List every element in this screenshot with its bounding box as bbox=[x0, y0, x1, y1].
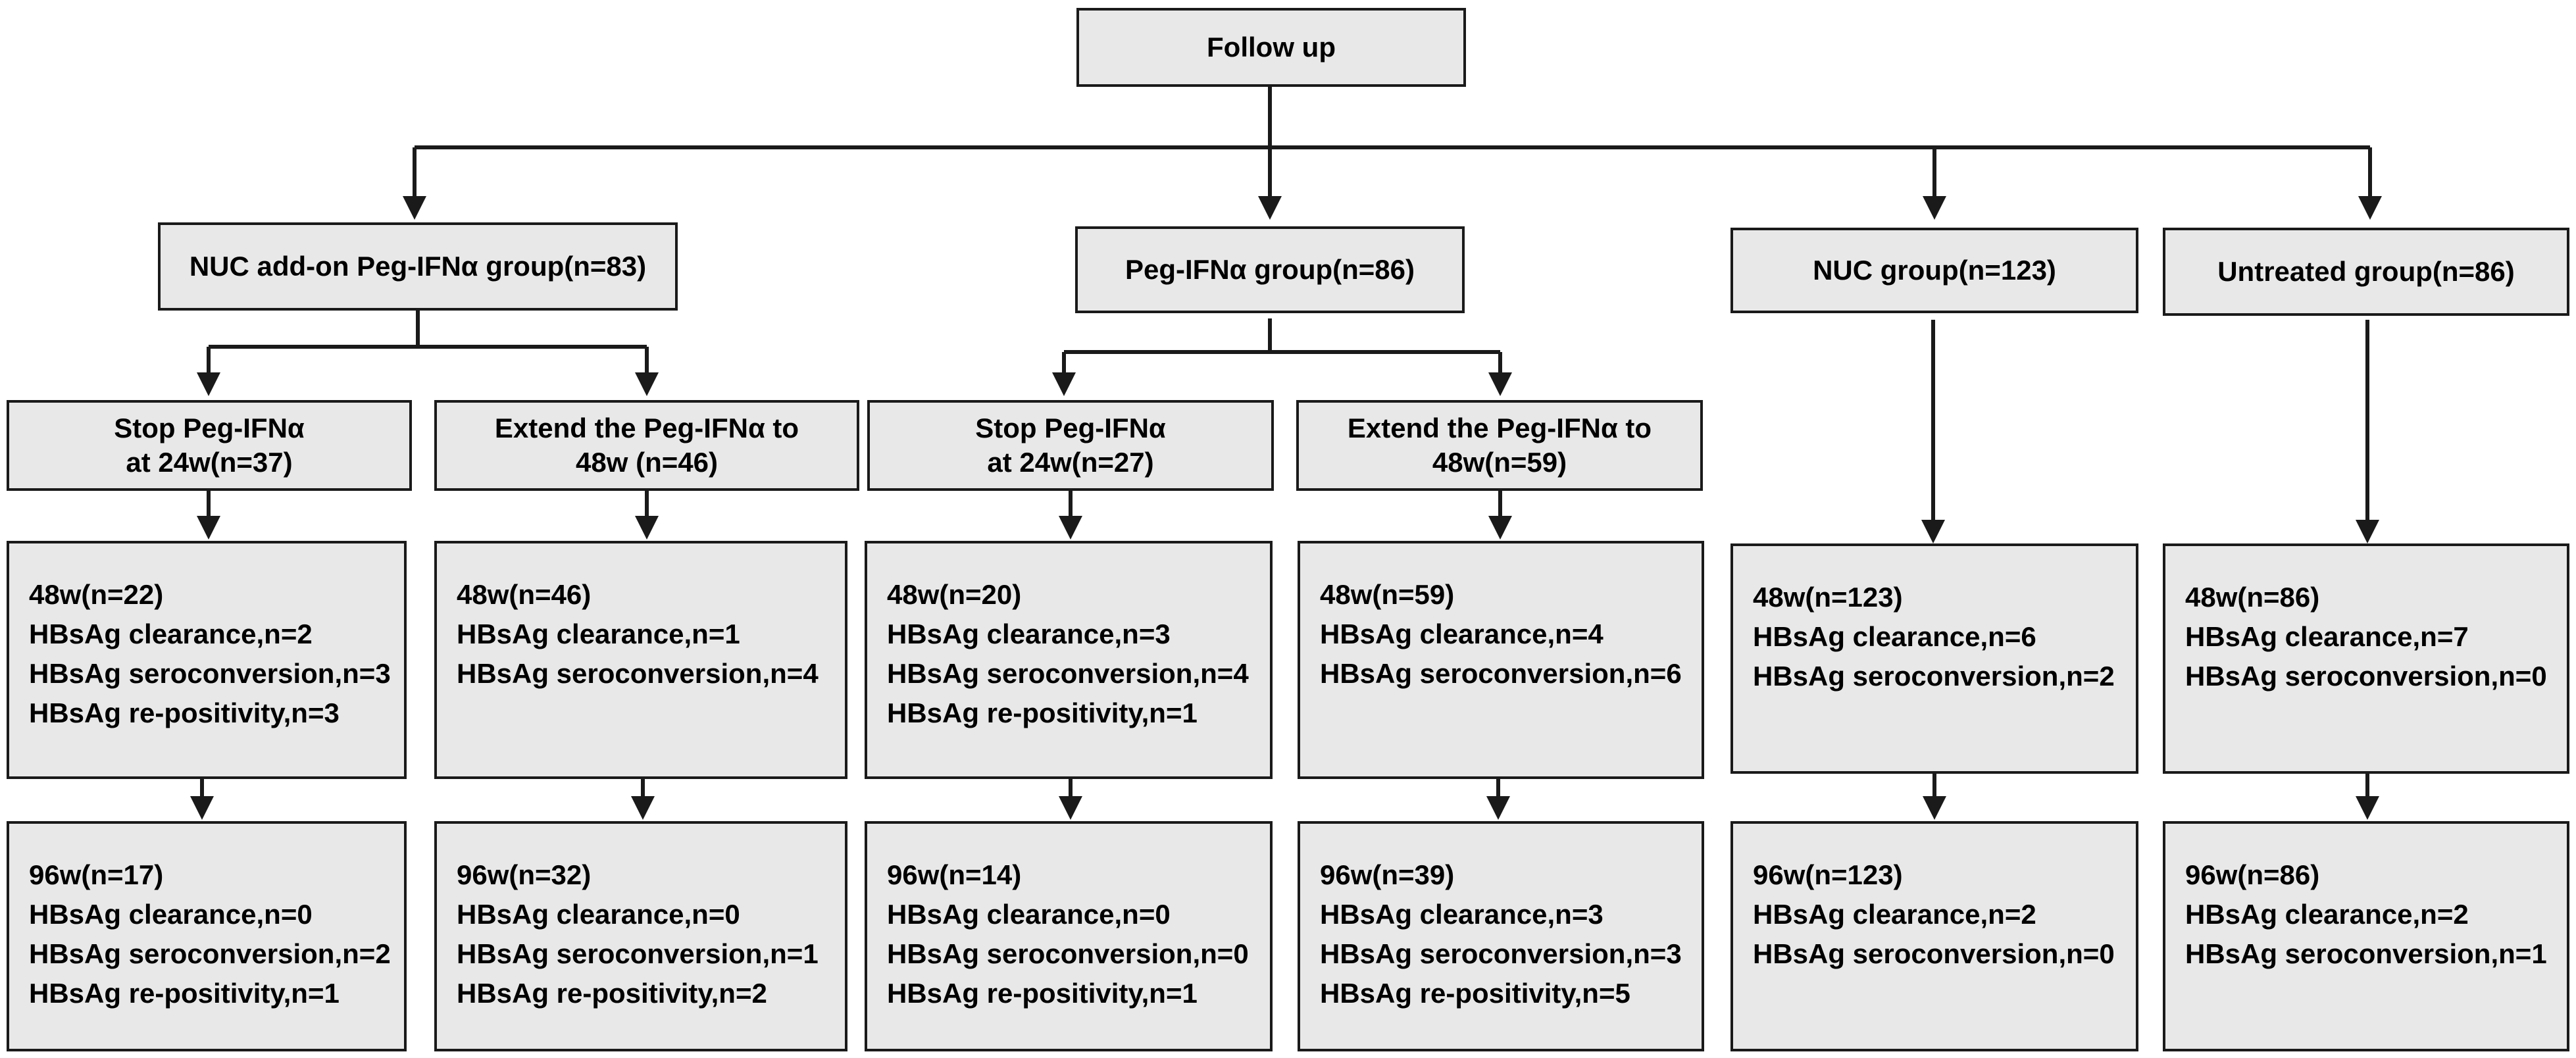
week-header: 48w(n=123) bbox=[1753, 582, 1903, 613]
result-line: HBsAg clearance,n=7 bbox=[2185, 621, 2469, 652]
result-line: HBsAg seroconversion,n=4 bbox=[887, 658, 1249, 689]
group-label: Untreated group(n=86) bbox=[2217, 256, 2515, 287]
week-48-results-box: 48w(n=22) HBsAg clearance,n=2 HBsAg sero… bbox=[7, 541, 407, 779]
stop-peg-ifn-arm-box: Stop Peg-IFNα at 24w(n=37) bbox=[7, 400, 412, 491]
result-line: HBsAg seroconversion,n=4 bbox=[457, 658, 819, 689]
result-line: HBsAg seroconversion,n=2 bbox=[1753, 661, 2115, 692]
week-header: 96w(n=14) bbox=[887, 859, 1022, 890]
week-header: 96w(n=17) bbox=[29, 859, 164, 890]
week-96-results-box: 96w(n=14) HBsAg clearance,n=0 HBsAg sero… bbox=[865, 821, 1273, 1051]
result-line: HBsAg clearance,n=2 bbox=[2185, 899, 2469, 930]
result-line: HBsAg clearance,n=3 bbox=[887, 618, 1171, 649]
untreated-group-box: Untreated group(n=86) bbox=[2163, 228, 2569, 316]
nuc-add-on-peg-ifn-group-box: NUC add-on Peg-IFNα group(n=83) bbox=[158, 222, 678, 311]
follow-up-box: Follow up bbox=[1076, 8, 1466, 87]
week-96-results-box: 96w(n=86) HBsAg clearance,n=2 HBsAg sero… bbox=[2163, 821, 2569, 1051]
result-line: HBsAg seroconversion,n=0 bbox=[1753, 938, 2115, 969]
week-96-results-box: 96w(n=17) HBsAg clearance,n=0 HBsAg sero… bbox=[7, 821, 407, 1051]
result-line: HBsAg clearance,n=4 bbox=[1320, 618, 1604, 649]
arm-label-line-2: 48w (n=46) bbox=[576, 447, 718, 478]
stop-peg-ifn-arm-box: Stop Peg-IFNα at 24w(n=27) bbox=[867, 400, 1274, 491]
group-label: Peg-IFNα group(n=86) bbox=[1125, 254, 1415, 285]
result-line: HBsAg re-positivity,n=1 bbox=[29, 978, 340, 1009]
group-label: NUC add-on Peg-IFNα group(n=83) bbox=[189, 251, 647, 282]
week-header: 96w(n=39) bbox=[1320, 859, 1455, 890]
arm-label-line-2: at 24w(n=37) bbox=[126, 447, 293, 478]
arm-label-line-1: Extend the Peg-IFNα to bbox=[1347, 412, 1652, 443]
result-line: HBsAg clearance,n=3 bbox=[1320, 899, 1604, 930]
result-line: HBsAg seroconversion,n=0 bbox=[887, 938, 1249, 969]
result-line: HBsAg seroconversion,n=0 bbox=[2185, 661, 2547, 692]
result-line: HBsAg seroconversion,n=3 bbox=[29, 658, 391, 689]
week-48-results-box: 48w(n=59) HBsAg clearance,n=4 HBsAg sero… bbox=[1298, 541, 1704, 779]
week-header: 48w(n=22) bbox=[29, 579, 164, 610]
week-96-results-box: 96w(n=39) HBsAg clearance,n=3 HBsAg sero… bbox=[1298, 821, 1704, 1051]
week-header: 48w(n=59) bbox=[1320, 579, 1455, 610]
arm-label-line-1: Stop Peg-IFNα bbox=[975, 412, 1166, 443]
week-96-results-box: 96w(n=123) HBsAg clearance,n=2 HBsAg ser… bbox=[1730, 821, 2138, 1051]
week-header: 48w(n=20) bbox=[887, 579, 1022, 610]
result-line: HBsAg re-positivity,n=3 bbox=[29, 697, 340, 728]
result-line: HBsAg clearance,n=2 bbox=[29, 618, 313, 649]
result-line: HBsAg clearance,n=2 bbox=[1753, 899, 2036, 930]
group-label: NUC group(n=123) bbox=[1813, 255, 2056, 286]
week-48-results-box: 48w(n=46) HBsAg clearance,n=1 HBsAg sero… bbox=[434, 541, 847, 779]
arm-label-line-1: Stop Peg-IFNα bbox=[114, 412, 305, 443]
arm-label-line-2: 48w(n=59) bbox=[1432, 447, 1567, 478]
result-line: HBsAg re-positivity,n=2 bbox=[457, 978, 767, 1009]
result-line: HBsAg clearance,n=6 bbox=[1753, 621, 2036, 652]
result-line: HBsAg seroconversion,n=2 bbox=[29, 938, 391, 969]
week-96-results-box: 96w(n=32) HBsAg clearance,n=0 HBsAg sero… bbox=[434, 821, 847, 1051]
result-line: HBsAg seroconversion,n=6 bbox=[1320, 658, 1682, 689]
week-header: 96w(n=86) bbox=[2185, 859, 2320, 890]
result-line: HBsAg clearance,n=0 bbox=[887, 899, 1171, 930]
result-line: HBsAg clearance,n=0 bbox=[457, 899, 740, 930]
result-line: HBsAg clearance,n=1 bbox=[457, 618, 740, 649]
week-48-results-box: 48w(n=20) HBsAg clearance,n=3 HBsAg sero… bbox=[865, 541, 1273, 779]
week-header: 96w(n=32) bbox=[457, 859, 592, 890]
result-line: HBsAg seroconversion,n=1 bbox=[2185, 938, 2547, 969]
result-line: HBsAg re-positivity,n=1 bbox=[887, 697, 1198, 728]
result-line: HBsAg clearance,n=0 bbox=[29, 899, 313, 930]
result-line: HBsAg seroconversion,n=1 bbox=[457, 938, 819, 969]
result-line: HBsAg re-positivity,n=5 bbox=[1320, 978, 1630, 1009]
extend-peg-ifn-arm-box: Extend the Peg-IFNα to 48w(n=59) bbox=[1296, 400, 1703, 491]
follow-up-label: Follow up bbox=[1207, 32, 1336, 63]
peg-ifn-group-box: Peg-IFNα group(n=86) bbox=[1075, 226, 1465, 313]
week-48-results-box: 48w(n=123) HBsAg clearance,n=6 HBsAg ser… bbox=[1730, 543, 2138, 774]
nuc-group-box: NUC group(n=123) bbox=[1730, 228, 2138, 313]
week-header: 48w(n=46) bbox=[457, 579, 592, 610]
arm-label-line-1: Extend the Peg-IFNα to bbox=[494, 412, 799, 443]
arm-label-line-2: at 24w(n=27) bbox=[987, 447, 1154, 478]
result-line: HBsAg seroconversion,n=3 bbox=[1320, 938, 1682, 969]
result-line: HBsAg re-positivity,n=1 bbox=[887, 978, 1198, 1009]
extend-peg-ifn-arm-box: Extend the Peg-IFNα to 48w (n=46) bbox=[434, 400, 859, 491]
week-header: 48w(n=86) bbox=[2185, 582, 2320, 613]
week-48-results-box: 48w(n=86) HBsAg clearance,n=7 HBsAg sero… bbox=[2163, 543, 2569, 774]
week-header: 96w(n=123) bbox=[1753, 859, 1903, 890]
